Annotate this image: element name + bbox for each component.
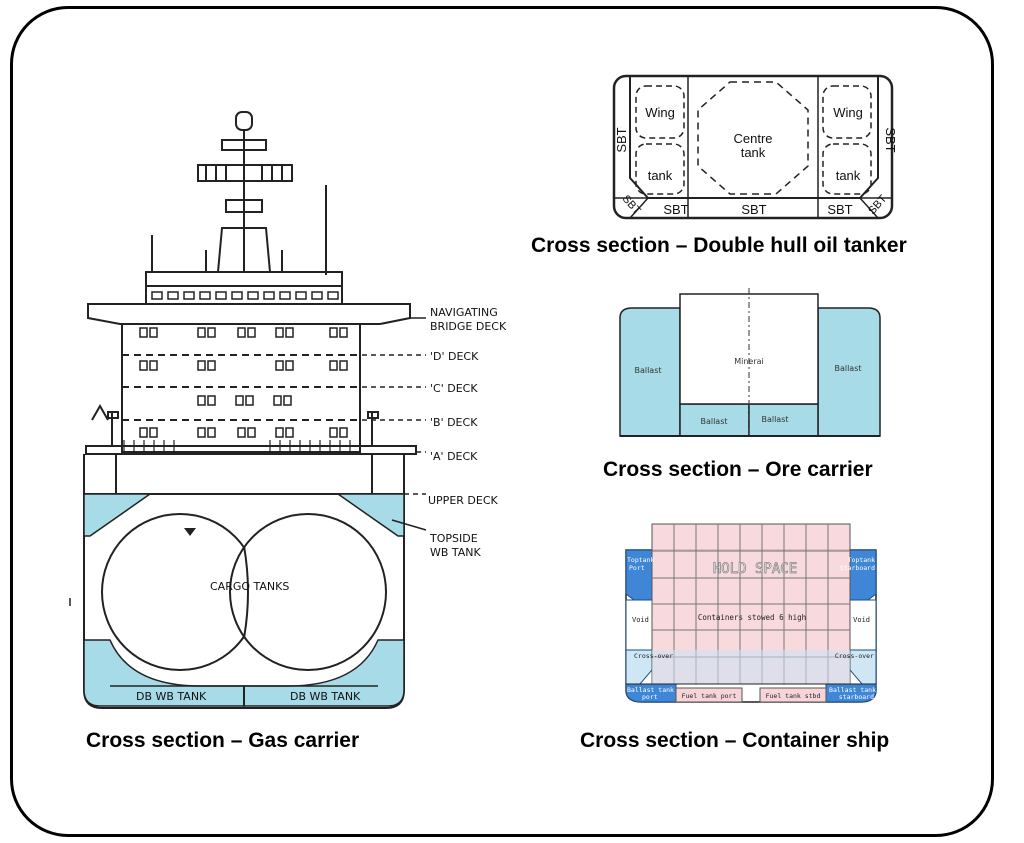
ballast-tank-starboard xyxy=(825,683,877,703)
label-ballast-port-1: Ballast tank xyxy=(627,686,674,694)
gas-carrier-labels: NAVIGATING BRIDGE DECK 'D' DECK 'C' DECK… xyxy=(136,306,507,703)
mast-top xyxy=(235,111,253,131)
gas-carrier-leaders xyxy=(362,317,427,531)
fuel-tank-starboard xyxy=(759,687,827,703)
accommodation-windows xyxy=(139,327,348,438)
label-sbt-right-corner: SBT xyxy=(866,193,889,217)
label-topside-1: TOPSIDE xyxy=(429,532,478,545)
wheelhouse-windows xyxy=(151,291,339,300)
label-minerai: Minerai xyxy=(734,357,764,366)
label-ballast-bottom-right: Ballast xyxy=(761,415,788,424)
crossover-port xyxy=(625,649,653,685)
label-toptank-stbd-1: Toptank xyxy=(848,556,875,564)
ore-carrier-drawing xyxy=(619,288,881,437)
mast-platform xyxy=(197,164,293,182)
label-sbt-right-side: SBT xyxy=(883,127,898,152)
label-ballast-left: Ballast xyxy=(634,366,661,375)
label-sbt-left-side: SBT xyxy=(614,127,629,152)
label-containers-stowed: Containers stowed 6 high xyxy=(698,613,806,622)
label-ballast-stbd-1: Ballast tank xyxy=(829,686,876,694)
label-toptank-port-2: Port xyxy=(629,564,645,572)
oil-tanker-labels: Wing tank Wing tank Centre tank SBT SBT … xyxy=(614,105,898,217)
wing-tank-right-top xyxy=(822,85,872,139)
label-nav-bridge-1: NAVIGATING xyxy=(430,306,498,319)
label-b-deck: 'B' DECK xyxy=(430,416,478,429)
wing-tank-left-bottom xyxy=(635,143,685,195)
label-ballast-right: Ballast xyxy=(834,364,861,373)
cargo-tank-right xyxy=(229,513,387,671)
label-c-deck: 'C' DECK xyxy=(430,382,478,395)
label-centre-1: Centre xyxy=(733,131,772,146)
label-fuel-port: Fuel tank port xyxy=(682,692,737,700)
void-starboard xyxy=(849,599,877,651)
label-hold-space: HOLD SPACE xyxy=(713,561,797,577)
label-ballast-stbd-2: starboard xyxy=(839,693,874,701)
label-tank-left: tank xyxy=(648,168,673,183)
caption-gas-carrier: Cross section – Gas carrier xyxy=(86,729,360,752)
label-ballast-bottom-left: Ballast xyxy=(700,417,727,426)
label-ballast-port-2: port xyxy=(642,693,658,701)
label-topside-2: WB TANK xyxy=(430,546,482,559)
crossover-starboard xyxy=(849,649,877,685)
caption-oil-tanker: Cross section – Double hull oil tanker xyxy=(531,234,907,257)
wing-tank-left-top xyxy=(635,85,685,139)
gas-carrier-drawing xyxy=(83,111,417,495)
label-sbt-left-corner: SBT xyxy=(620,193,643,217)
label-centre-2: tank xyxy=(741,145,766,160)
label-toptank-port-1: Toptank xyxy=(627,556,654,564)
label-void-starboard: Void xyxy=(853,616,870,624)
oil-tanker-drawing xyxy=(612,74,894,220)
label-sbt-bottom-center: SBT xyxy=(741,202,766,217)
gas-carrier-hull xyxy=(69,493,405,709)
label-sbt-bottom-right: SBT xyxy=(827,202,852,217)
label-fuel-stbd: Fuel tank stbd xyxy=(766,692,821,700)
label-wing-left: Wing xyxy=(645,105,675,120)
label-d-deck: 'D' DECK xyxy=(430,350,479,363)
davit xyxy=(91,403,109,421)
label-nav-bridge-2: BRIDGE DECK xyxy=(430,320,507,333)
label-wing-right: Wing xyxy=(833,105,863,120)
label-void-port: Void xyxy=(632,616,649,624)
label-upper-deck: UPPER DECK xyxy=(428,494,499,507)
a-deck xyxy=(85,445,417,455)
container-ship-labels: HOLD SPACE Containers stowed 6 high Topt… xyxy=(627,556,876,701)
label-db-wb-right: DB WB TANK xyxy=(290,690,361,703)
ore-carrier-labels: Ballast Ballast Minerai Ballast Ballast xyxy=(634,357,861,426)
label-tank-right: tank xyxy=(836,168,861,183)
label-sbt-bottom-left: SBT xyxy=(663,202,688,217)
centre-tank xyxy=(697,81,809,195)
mast-yard-top xyxy=(221,139,267,151)
label-a-deck: 'A' DECK xyxy=(430,450,478,463)
label-crossover-starboard: Cross-over xyxy=(835,652,874,660)
wing-tank-right-bottom xyxy=(822,143,872,195)
mast-yard-low xyxy=(225,199,263,213)
tanker-outer-hull xyxy=(612,74,894,220)
void-port xyxy=(625,599,653,651)
topside-wb-tank-left xyxy=(83,493,153,537)
wheelhouse-top xyxy=(145,271,343,287)
fuel-tank-port xyxy=(675,687,743,703)
label-toptank-stbd-2: Starboard xyxy=(840,564,875,572)
label-db-wb-left: DB WB TANK xyxy=(136,690,207,703)
label-crossover-port: Cross-over xyxy=(634,652,673,660)
ballast-tank-port xyxy=(625,683,677,703)
topside-wb-tank-right xyxy=(335,493,405,537)
caption-ore-carrier: Cross section – Ore carrier xyxy=(603,458,873,481)
container-ship-drawing xyxy=(625,523,877,703)
label-cargo-tanks: CARGO TANKS xyxy=(210,580,289,593)
bridge-deck-wings xyxy=(87,303,411,325)
caption-container-ship: Cross section – Container ship xyxy=(580,729,890,752)
